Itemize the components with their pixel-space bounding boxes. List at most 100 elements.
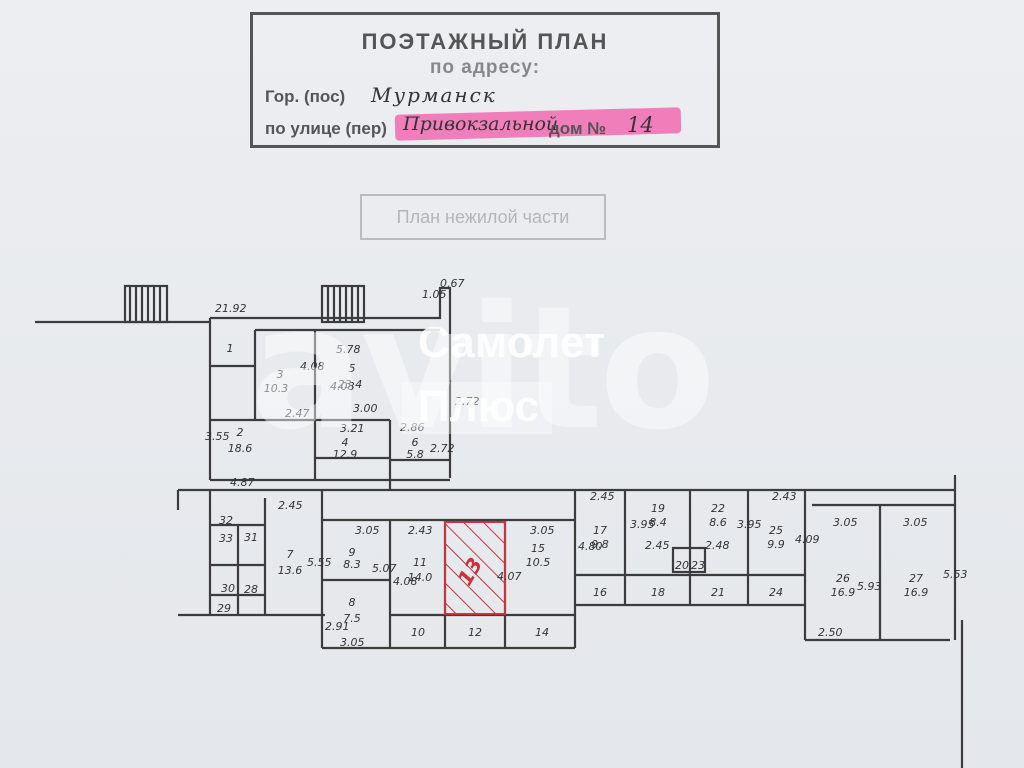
house-number: 14 <box>627 113 654 137</box>
room-number: 19 <box>651 502 665 515</box>
dim-label: 5.78 <box>336 343 361 356</box>
room-number: 28 <box>244 583 258 596</box>
room-area: 7.5 <box>343 612 361 625</box>
room-number: 18 <box>651 586 665 599</box>
room-number: 14 <box>535 626 549 639</box>
dim-label: 2.50 <box>818 626 843 639</box>
dim-label: 4.87 <box>230 476 255 489</box>
room-area: 12.9 <box>333 448 358 461</box>
dim-label: 3.95 <box>630 518 655 531</box>
dim-label: 4.08 <box>330 380 355 393</box>
room-area: 16.9 <box>831 586 856 599</box>
room-area: 16.9 <box>904 586 929 599</box>
dim-label: 3.05 <box>833 516 858 529</box>
dim-label: 5.53 <box>943 568 968 581</box>
dim-label: 2.72 <box>430 442 455 455</box>
dim-label: 3.95 <box>737 518 762 531</box>
room-number: 10 <box>411 626 425 639</box>
room-number: 25 <box>769 524 783 537</box>
room-number: 7 <box>287 548 294 561</box>
room-number: 4 <box>342 436 349 449</box>
room-number: 32 <box>219 514 233 527</box>
dim-label: 2.91 <box>325 620 350 633</box>
room-number: 21 <box>711 586 725 599</box>
watermark-line2: Плюс <box>418 382 540 431</box>
room-area: 23.4 <box>338 378 363 391</box>
street-label: по улице (пер) <box>265 119 387 138</box>
dim-label: 21.92 <box>215 302 247 315</box>
room-number: 8 <box>349 596 356 609</box>
room-number: 16 <box>593 586 607 599</box>
highlighted-room-13 <box>444 521 506 615</box>
room-number: 11 <box>413 556 427 569</box>
room-area: 9.9 <box>767 538 785 551</box>
dim-label: 3.55 <box>205 430 230 443</box>
dim-label: 4.09 <box>795 533 820 546</box>
room-area: 13.6 <box>278 564 303 577</box>
dim-label: 2.86 <box>400 421 425 434</box>
dim-label: 4.08 <box>300 360 325 373</box>
room-number: 23 <box>691 559 705 572</box>
stair-right <box>320 284 366 324</box>
house-label: дом № <box>549 119 607 138</box>
dim-label: 1.05 <box>422 288 447 301</box>
watermark-line1: Самолет <box>418 318 606 367</box>
plan-caption: План нежилой части <box>360 194 606 240</box>
room-area: 8.6 <box>709 516 727 529</box>
dim-label: 0.67 <box>440 277 465 290</box>
plan-title: ПОЭТАЖНЫЙ ПЛАН <box>361 29 609 54</box>
room-number: 2 <box>237 426 244 439</box>
room-number: 17 <box>593 524 607 537</box>
room-area: 10.5 <box>526 556 551 569</box>
dim-label: 5.93 <box>857 580 882 593</box>
room-area: 9.8 <box>591 538 609 551</box>
room-number: 20 <box>675 559 689 572</box>
room-area: 8.4 <box>649 516 667 529</box>
dim-label: 5.07 <box>372 562 397 575</box>
room-number: 3 <box>277 368 284 381</box>
room-number: 15 <box>531 542 545 555</box>
dim-label: 3.05 <box>355 524 380 537</box>
dim-label: 3.00 <box>353 402 378 415</box>
dim-label: 3.05 <box>530 524 555 537</box>
dim-label: 4.07 <box>497 570 522 583</box>
room-number: 33 <box>219 532 233 545</box>
dim-label: 2.43 <box>408 524 433 537</box>
dim-label: 3.05 <box>903 516 928 529</box>
room-number: 31 <box>244 531 258 544</box>
dim-label: 2.45 <box>278 499 303 512</box>
room-area: 18.6 <box>228 442 253 455</box>
watermark-box <box>402 382 552 434</box>
room-area: 8.3 <box>343 558 361 571</box>
room-number: 27 <box>909 572 923 585</box>
dim-label: 2.72 <box>455 395 480 408</box>
room-area: 5.8 <box>406 448 424 461</box>
dim-label: 2.45 <box>645 539 670 552</box>
dim-label: 4.08 <box>393 575 418 588</box>
room-number: 5 <box>349 362 356 375</box>
column-box <box>671 546 707 574</box>
dim-label: 2.43 <box>772 490 797 503</box>
dim-label: 2.45 <box>590 490 615 503</box>
dim-label: 3.05 <box>340 636 365 649</box>
room-number: 29 <box>217 602 231 615</box>
address-subtitle: по адресу: <box>429 57 541 78</box>
room-number: 9 <box>349 546 356 559</box>
dim-label: 4.80 <box>578 540 603 553</box>
city-value: Мурманск <box>371 83 497 107</box>
dim-label: 5.55 <box>307 556 332 569</box>
room-area: 10.3 <box>264 382 289 395</box>
dim-label: 3.21 <box>340 422 365 435</box>
room-number: 24 <box>769 586 783 599</box>
dim-label: 2.48 <box>705 539 730 552</box>
room-number: 26 <box>836 572 850 585</box>
room-number: 22 <box>711 502 725 515</box>
watermark-brand: avito <box>250 270 716 468</box>
room-number: 6 <box>412 436 419 449</box>
room-number: 12 <box>468 626 482 639</box>
street-value: Привокзальной <box>403 113 559 135</box>
dim-label: 2.47 <box>285 407 310 420</box>
room-area: 14.0 <box>408 571 433 584</box>
